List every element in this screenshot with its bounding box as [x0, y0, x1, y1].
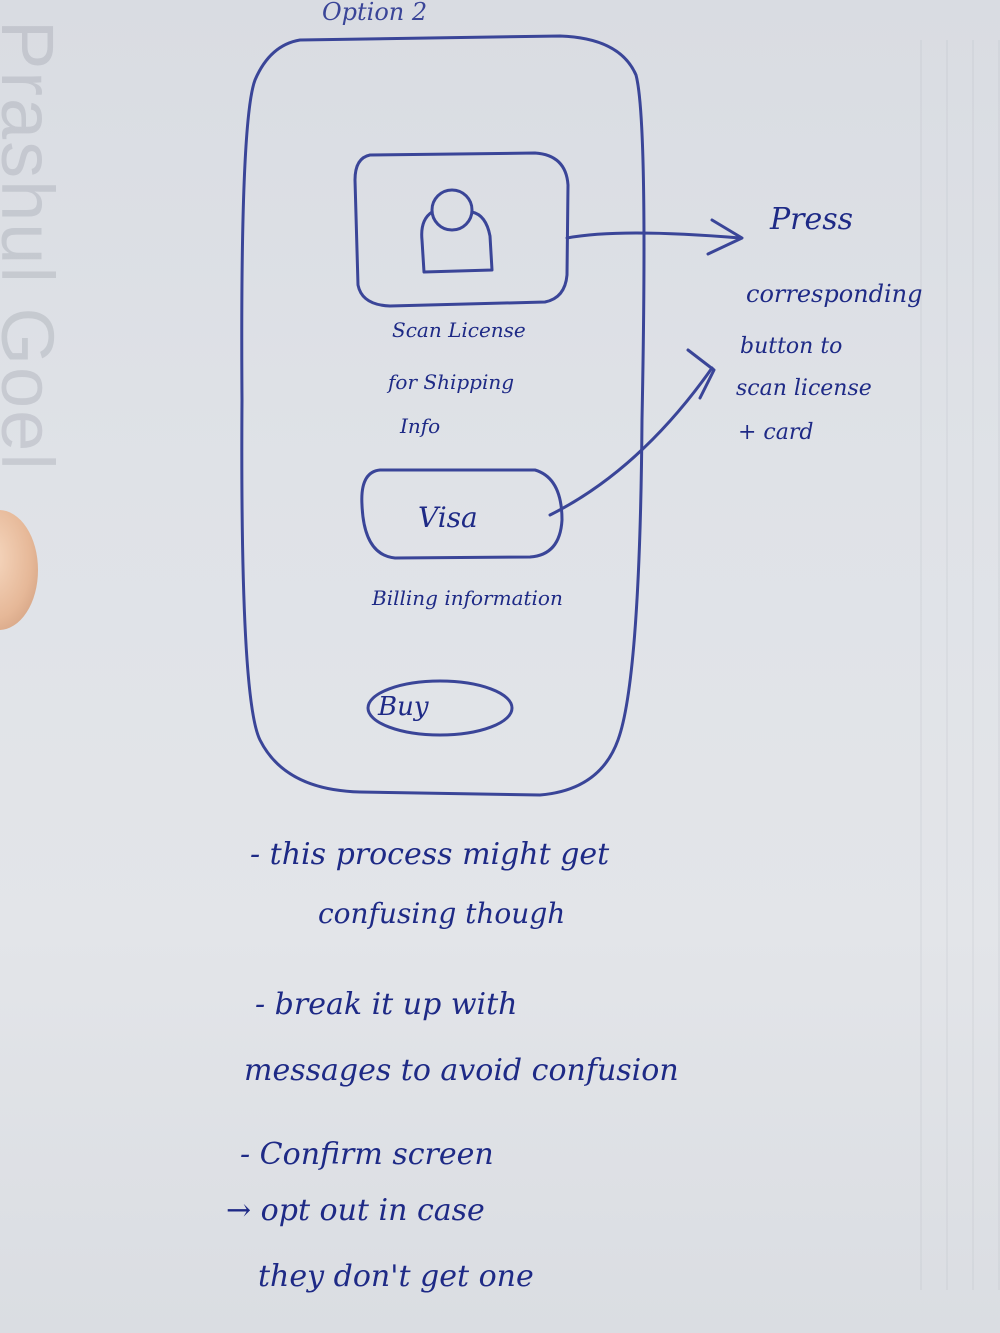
scan-caption-line-1: Scan License	[392, 318, 526, 342]
scan-caption-line-3: Info	[400, 414, 441, 438]
annotation-line-5: + card	[738, 420, 814, 445]
scan-caption-line-2: for Shipping	[388, 370, 515, 394]
visa-button-outline	[360, 468, 564, 560]
note-line-3: - break it up with	[255, 987, 518, 1022]
person-head-icon	[430, 188, 474, 232]
buy-button-outline	[366, 679, 514, 737]
note-line-6: → opt out in case	[226, 1193, 485, 1228]
visa-button-label[interactable]: Visa	[418, 501, 478, 534]
arrow-to-press	[565, 231, 742, 240]
show-through-text: Prashul Goel	[0, 20, 69, 472]
person-body-icon	[420, 210, 494, 274]
note-line-5: - Confirm screen	[240, 1137, 494, 1172]
buy-button-label[interactable]: Buy	[378, 692, 429, 722]
note-line-7: they don't get one	[258, 1259, 534, 1294]
annotation-line-2: corresponding	[746, 280, 923, 308]
show-through-lines	[920, 40, 1000, 1290]
annotation-line-4: scan license	[736, 376, 872, 401]
arrow-from-visa	[548, 366, 714, 517]
sketch-title: Option 2	[322, 0, 428, 26]
note-line-4: messages to avoid confusion	[244, 1053, 679, 1088]
arrow-to-press-head	[706, 218, 744, 256]
note-line-2: confusing though	[318, 897, 566, 930]
arrow-from-visa-head	[686, 348, 716, 400]
scan-license-button	[353, 151, 570, 308]
annotation-line-3: button to	[740, 334, 843, 359]
billing-caption: Billing information	[372, 586, 563, 610]
annotation-line-1: Press	[770, 202, 854, 237]
note-line-1: - this process might get	[250, 837, 610, 872]
phone-outline	[240, 34, 646, 797]
